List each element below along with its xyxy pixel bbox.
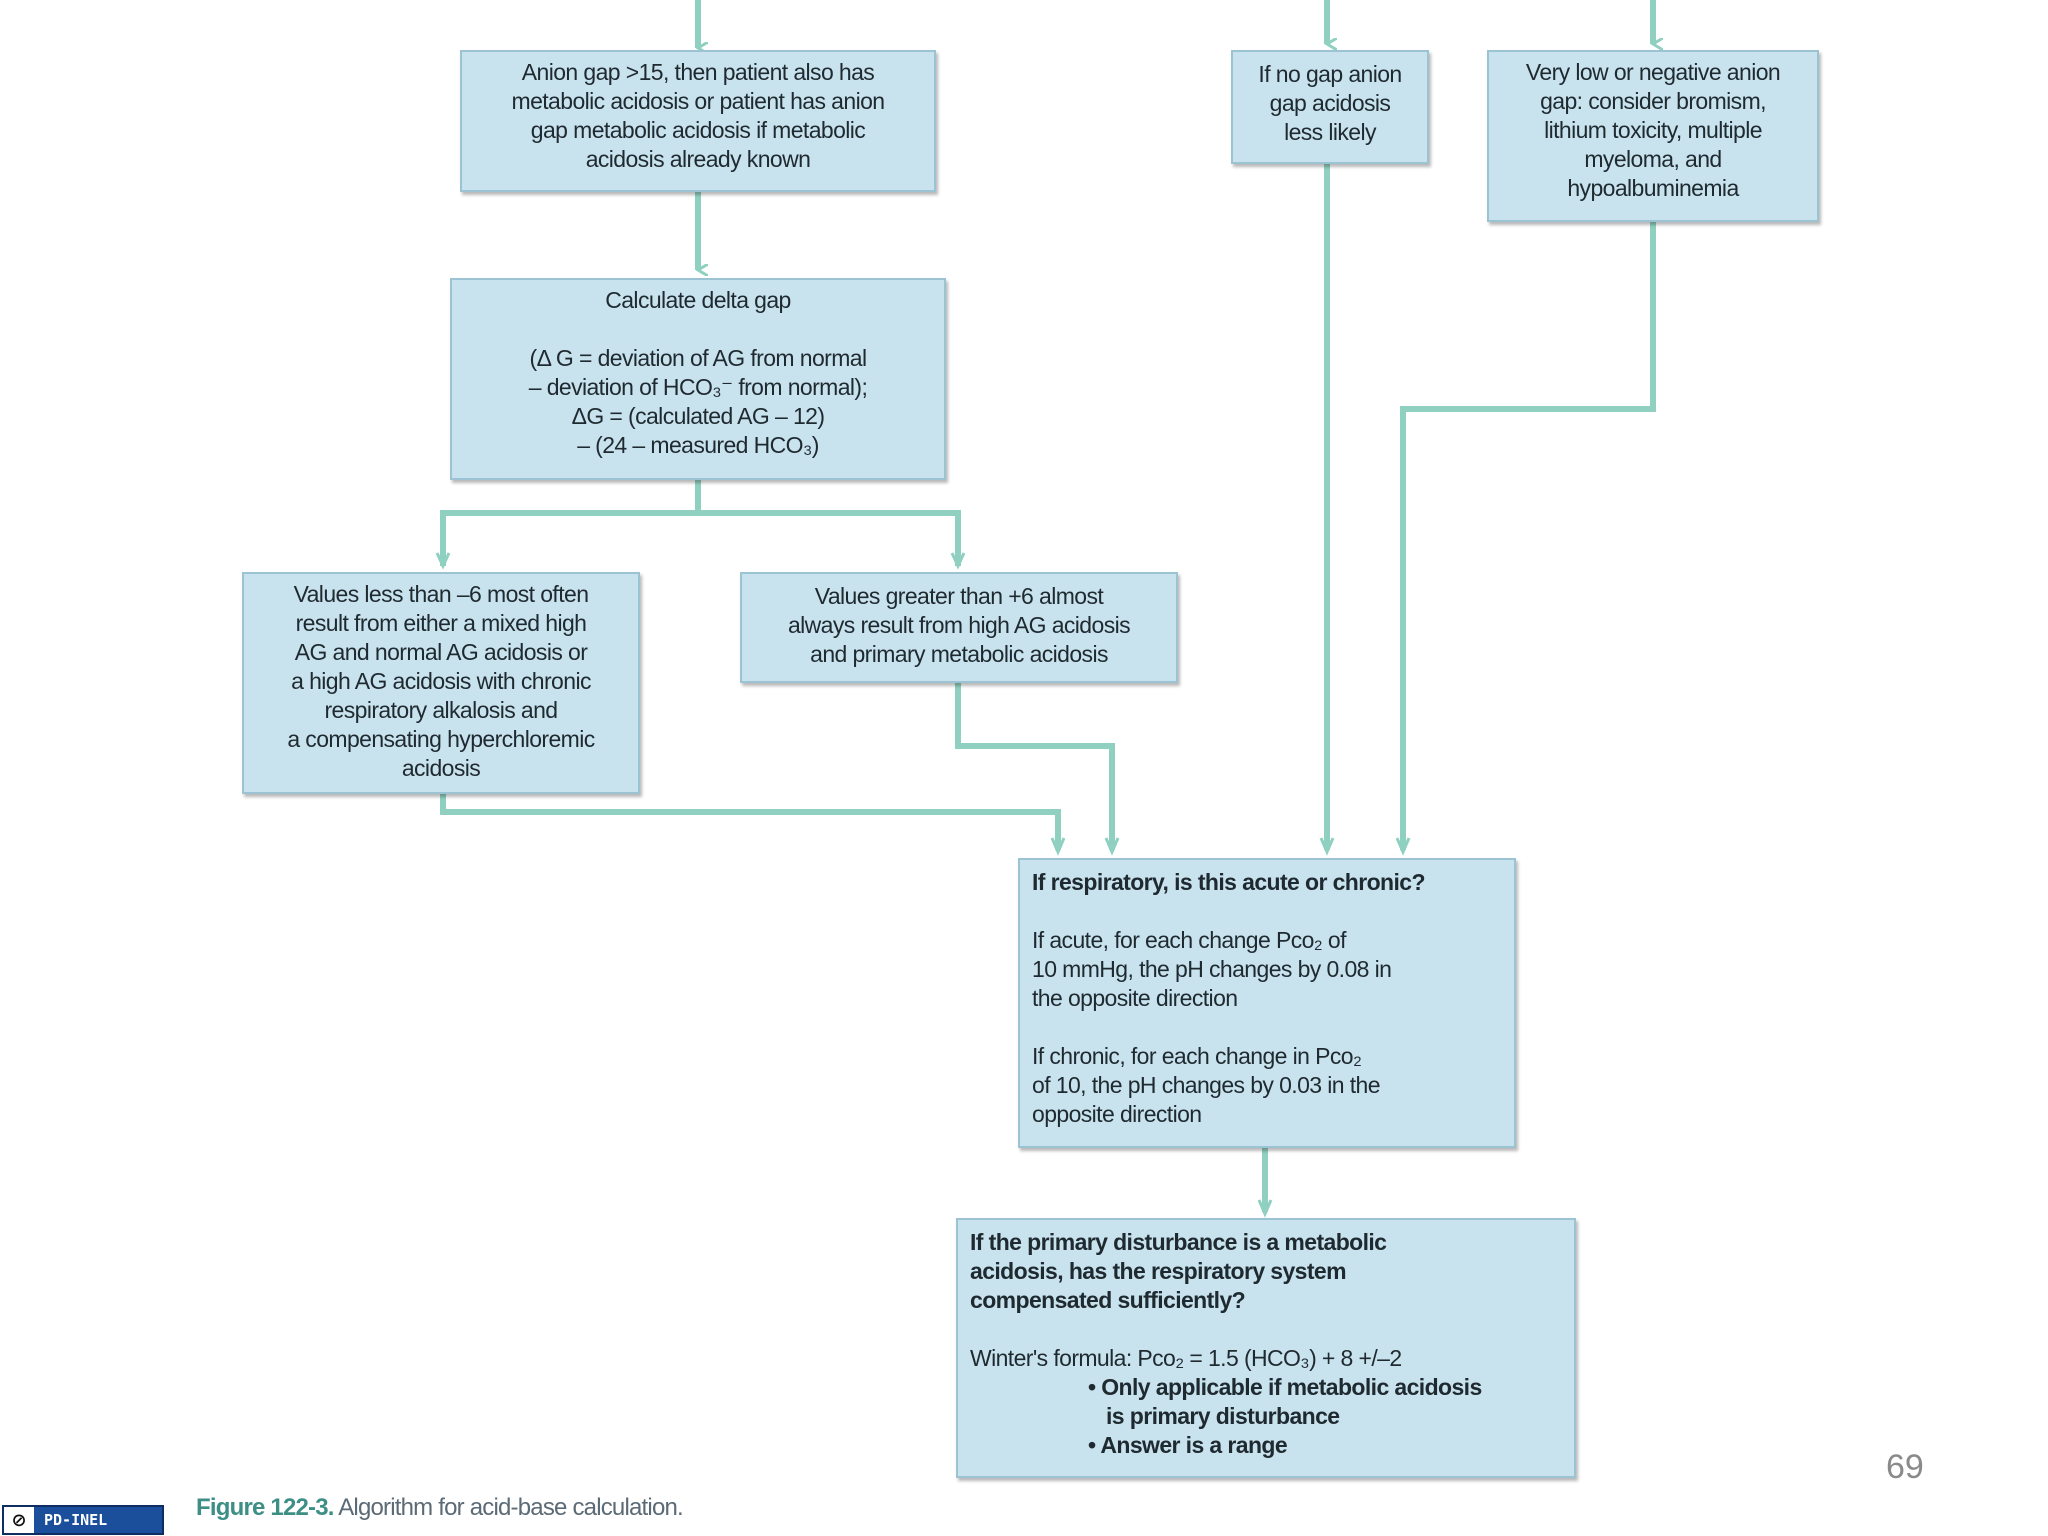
values-greater-line-2: always result from high AG acidosis	[787, 612, 1131, 638]
license-badge[interactable]: ⊘ PD-INEL	[2, 1505, 164, 1535]
page-number: 69	[1886, 1448, 1924, 1486]
values-less-line-3: AG and normal AG acidosis or	[294, 639, 588, 665]
winters-formula: Winter's formula: Pco₂ = 1.5 (HCO₃) + 8 …	[970, 1345, 1402, 1371]
delta-gap-node: Calculate delta gap (Δ G = deviation of …	[450, 278, 946, 480]
respiratory-acute-line-2: 10 mmHg, the pH changes by 0.08 in	[1032, 956, 1392, 982]
low-gap-line-4: myeloma, and	[1584, 146, 1722, 172]
values-less-line-2: result from either a mixed high	[295, 610, 587, 636]
delta-gap-line-4: – (24 – measured HCO₃)	[577, 432, 819, 458]
low-gap-line-1: Very low or negative anion	[1525, 59, 1781, 85]
values-less-line-4: a high AG acidosis with chronic	[291, 668, 591, 694]
values-less-line-5: respiratory alkalosis and	[324, 697, 558, 723]
connector-delta-gap-split	[440, 480, 701, 566]
respiratory-chronic-line-2: of 10, the pH changes by 0.03 in the	[1032, 1072, 1381, 1098]
figure-caption: Figure 122-3. Algorithm for acid-base ca…	[196, 1494, 684, 1522]
delta-gap-title: Calculate delta gap	[605, 287, 791, 313]
anion-gap-high-line-3: gap metabolic acidosis if metabolic	[530, 117, 866, 143]
low-gap-line-3: lithium toxicity, multiple	[1544, 117, 1762, 143]
values-greater-line-3: and primary metabolic acidosis	[810, 641, 1108, 667]
connector-delta-gap-right	[698, 510, 961, 566]
no-gap-line-3: less likely	[1284, 119, 1376, 145]
metabolic-title-line-3: compensated sufficiently?	[970, 1287, 1246, 1313]
metabolic-bullet-1-cont: is primary disturbance	[1106, 1403, 1340, 1429]
values-less-line-7: acidosis	[401, 755, 481, 781]
low-negative-gap-node: Very low or negative anion gap: consider…	[1487, 50, 1819, 222]
anion-gap-high-line-1: Anion gap >15, then patient also has	[521, 59, 875, 85]
delta-gap-line-1: (Δ G = deviation of AG from normal	[529, 345, 868, 371]
no-gap-line-2: gap acidosis	[1269, 90, 1391, 116]
no-gap-line-1: If no gap anion	[1258, 61, 1402, 87]
respiratory-chronic-line-3: opposite direction	[1032, 1101, 1202, 1127]
figure-label: Figure 122-3.	[196, 1494, 334, 1521]
connector-low-gap-to-respiratory	[1400, 222, 1656, 850]
no-gap-node: If no gap anion gap acidosis less likely	[1231, 50, 1429, 164]
cc-zero-icon: ⊘	[4, 1507, 34, 1533]
respiratory-title: If respiratory, is this acute or chronic…	[1032, 869, 1426, 895]
values-less-node: Values less than –6 most often result fr…	[242, 572, 640, 794]
respiratory-acute-line-3: the opposite direction	[1032, 985, 1238, 1011]
delta-gap-line-2: – deviation of HCO₃⁻ from normal);	[528, 374, 868, 400]
figure-caption-text: Algorithm for acid-base calculation.	[338, 1494, 684, 1521]
anion-gap-high-line-2: metabolic acidosis or patient has anion	[511, 88, 886, 114]
metabolic-bullet-1: • Only applicable if metabolic acidosis	[1088, 1374, 1482, 1400]
connector-values-greater-to-respiratory	[955, 683, 1115, 850]
metabolic-title-line-2: acidosis, has the respiratory system	[970, 1258, 1347, 1284]
values-greater-line-1: Values greater than +6 almost	[814, 583, 1104, 609]
respiratory-acute-line-1: If acute, for each change Pco₂ of	[1032, 927, 1347, 953]
anion-gap-high-node: Anion gap >15, then patient also has met…	[460, 50, 936, 192]
connector-values-less-to-respiratory	[440, 794, 1061, 850]
respiratory-chronic-line-1: If chronic, for each change in Pco₂	[1032, 1043, 1362, 1069]
values-less-line-6: a compensating hyperchloremic	[287, 726, 595, 752]
delta-gap-line-3: ΔG = (calculated AG – 12)	[571, 403, 825, 429]
metabolic-acidosis-node: If the primary disturbance is a metaboli…	[956, 1218, 1576, 1478]
metabolic-title-line-1: If the primary disturbance is a metaboli…	[970, 1229, 1387, 1255]
license-badge-label: PD-INEL	[44, 1511, 108, 1529]
metabolic-bullets: • Only applicable if metabolic acidosis …	[970, 1373, 1562, 1460]
respiratory-node: If respiratory, is this acute or chronic…	[1018, 858, 1516, 1148]
metabolic-bullet-2: • Answer is a range	[1088, 1432, 1288, 1458]
low-gap-line-5: hypoalbuminemia	[1567, 175, 1739, 201]
values-less-line-1: Values less than –6 most often	[293, 581, 589, 607]
anion-gap-high-line-4: acidosis already known	[585, 146, 811, 172]
low-gap-line-2: gap: consider bromism,	[1540, 88, 1766, 114]
values-greater-node: Values greater than +6 almost always res…	[740, 572, 1178, 683]
